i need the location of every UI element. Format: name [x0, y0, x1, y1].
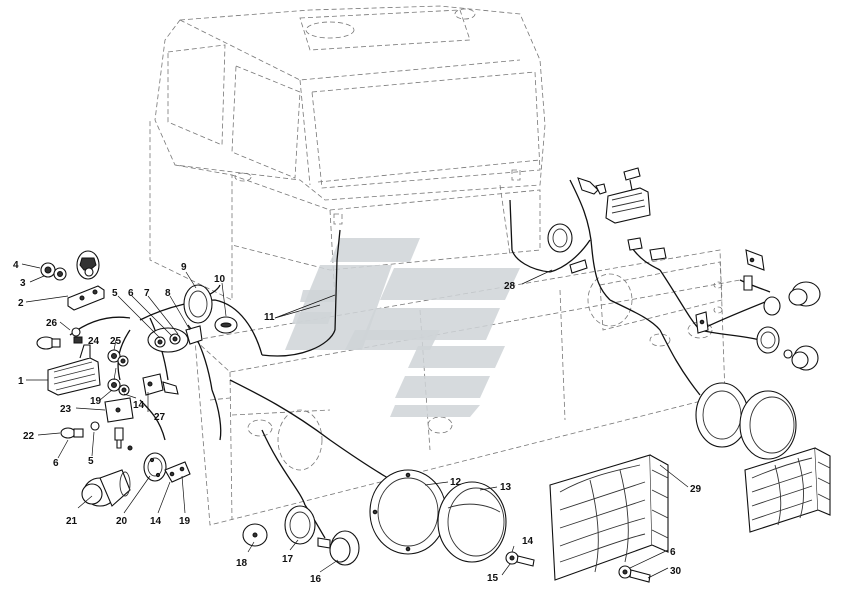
headlamp-guard-29 — [549, 454, 669, 581]
callout-29: 29 — [690, 484, 702, 495]
fog-lamp-left — [47, 336, 101, 396]
headlamp-13 — [437, 481, 507, 563]
callout-5a: 5 — [88, 456, 94, 467]
callout-11: 11 — [264, 312, 275, 323]
watermark-logo-icon — [285, 238, 520, 417]
callout-12: 12 — [450, 477, 462, 488]
callout-1: 1 — [18, 376, 24, 387]
gasket-28 — [547, 223, 588, 274]
mounting-bracket — [67, 285, 105, 311]
callout-30: 30 — [670, 566, 682, 577]
connector-27 — [142, 373, 179, 396]
callout-9: 9 — [181, 262, 187, 273]
side-marker-lamp-21 — [81, 469, 131, 507]
gasket-right-small — [756, 326, 819, 371]
callout-14a: 14 — [133, 400, 145, 411]
callout-20: 20 — [116, 516, 128, 527]
small-bulb-22 — [60, 421, 133, 451]
gasket-17 — [284, 505, 331, 549]
callout-labels: 4 3 2 26 1 24 25 19 14 27 23 22 6 5 5 6 … — [13, 260, 702, 585]
clip-10 — [214, 316, 238, 334]
callout-18: 18 — [236, 558, 248, 569]
callout-21: 21 — [66, 516, 78, 527]
wiring-harness — [69, 179, 771, 539]
callout-7: 7 — [144, 288, 150, 299]
gasket-20 — [143, 452, 167, 482]
callout-2: 2 — [18, 298, 24, 309]
bracket-right-small — [695, 311, 709, 334]
callout-5b: 5 — [112, 288, 118, 299]
callout-13: 13 — [500, 482, 512, 493]
callout-27: 27 — [154, 412, 166, 423]
grommets-24-25 — [107, 349, 130, 396]
callout-3: 3 — [20, 278, 26, 289]
gasket-9 — [183, 284, 213, 324]
callout-19a: 19 — [90, 396, 102, 407]
callout-16: 16 — [310, 574, 322, 585]
fog-lamp-right — [577, 167, 651, 224]
callout-23: 23 — [60, 404, 72, 415]
round-lamp-16 — [329, 530, 360, 566]
callout-6a: 6 — [53, 458, 59, 469]
callout-17: 17 — [282, 554, 294, 565]
callout-24: 24 — [88, 336, 100, 347]
bolt-15 — [505, 551, 535, 567]
callout-26: 26 — [46, 318, 58, 329]
plate-18 — [242, 523, 268, 547]
truck-cab-outline — [149, 5, 546, 301]
marker-lamp-right — [763, 281, 821, 316]
callout-6b: 6 — [128, 288, 134, 299]
callout-4: 4 — [13, 260, 19, 271]
bulb-26 — [36, 327, 81, 350]
plate-23 — [104, 397, 134, 423]
leader-lines — [21, 263, 689, 579]
callout-6c: 6 — [670, 547, 676, 558]
marker-bracket-right — [743, 249, 765, 291]
callout-28: 28 — [504, 281, 516, 292]
headlamp-gasket-12 — [369, 469, 447, 555]
callout-10: 10 — [214, 274, 226, 285]
callout-14b: 14 — [150, 516, 162, 527]
nut-bolt-group — [40, 250, 100, 281]
bolt-30 — [618, 565, 651, 583]
connector-right — [627, 237, 667, 261]
callout-14c: 14 — [522, 536, 534, 547]
plate-14-19 — [164, 461, 191, 483]
callout-15: 15 — [487, 573, 499, 584]
frame-bumper-outline — [194, 249, 741, 526]
headlamp-right — [695, 382, 797, 460]
callout-22: 22 — [23, 431, 35, 442]
headlamp-guard-right — [744, 447, 831, 533]
callout-25: 25 — [110, 336, 122, 347]
callout-19b: 19 — [179, 516, 191, 527]
callout-8: 8 — [165, 288, 171, 299]
